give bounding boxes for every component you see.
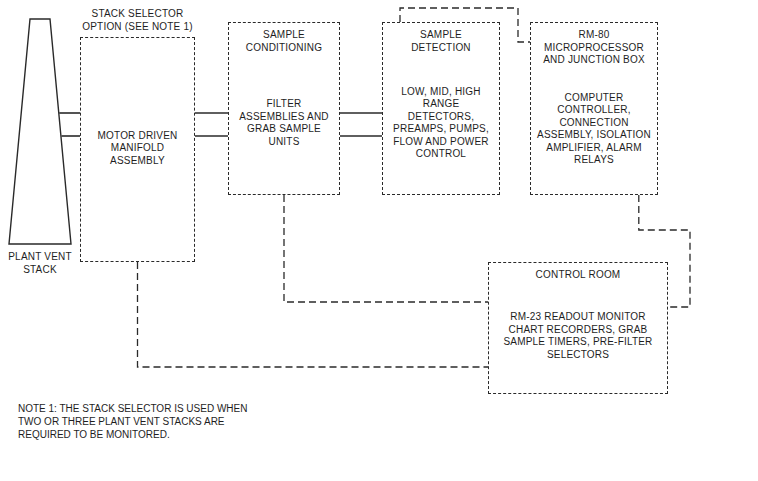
conditioning-box: SAMPLE CONDITIONING FILTER ASSEMBLIES AND…: [228, 22, 340, 195]
dashed-frame: SAMPLE DETECTION LOW, MID, HIGH RANGE DET…: [382, 22, 500, 195]
dashed-frame: RM-80 MICROPROCESSOR AND JUNCTION BOX COM…: [530, 22, 658, 195]
section-heading: CONTROL ROOM: [495, 267, 661, 286]
body-area: COMPUTER CONTROLLER, CONNECTION ASSEMBLY…: [537, 71, 651, 189]
stack-selector-box: STACK SELECTOR OPTION (SEE NOTE 1) MOTOR …: [80, 6, 195, 262]
detection-box: SAMPLE DETECTION LOW, MID, HIGH RANGE DET…: [382, 22, 500, 195]
signal-line: [639, 195, 690, 307]
component-list: MOTOR DRIVEN MANIFOLD ASSEMBLY: [87, 130, 188, 168]
sample-pipe: [195, 112, 228, 114]
sample-pipe: [340, 135, 382, 137]
sample-pipe: [59, 112, 80, 114]
dashed-frame: MOTOR DRIVEN MANIFOLD ASSEMBLY: [80, 37, 195, 262]
component-list: RM-23 READOUT MONITOR CHART RECORDERS, G…: [495, 311, 661, 361]
component-list: LOW, MID, HIGH RANGE DETECTORS, PREAMPS,…: [389, 86, 493, 161]
section-heading: SAMPLE CONDITIONING: [235, 27, 333, 58]
stack-label: PLANT VENT STACK: [8, 251, 72, 276]
component-list: FILTER ASSEMBLIES AND GRAB SAMPLE UNITS: [235, 98, 333, 148]
stack-shape: [9, 19, 71, 244]
signal-line: [138, 262, 489, 367]
body-area: RM-23 READOUT MONITOR CHART RECORDERS, G…: [495, 286, 661, 388]
body-area: MOTOR DRIVEN MANIFOLD ASSEMBLY: [87, 42, 188, 255]
signal-line: [400, 8, 530, 42]
signal-line: [284, 195, 488, 302]
component-list: COMPUTER CONTROLLER, CONNECTION ASSEMBLY…: [537, 92, 651, 167]
stack-outline: [8, 18, 72, 245]
sample-pipe: [61, 135, 80, 137]
sample-pipe: [340, 112, 382, 114]
body-area: LOW, MID, HIGH RANGE DETECTORS, PREAMPS,…: [389, 58, 493, 188]
section-heading: SAMPLE DETECTION: [389, 27, 493, 58]
dashed-frame: CONTROL ROOM RM-23 READOUT MONITOR CHART …: [488, 262, 668, 394]
section-heading: RM-80 MICROPROCESSOR AND JUNCTION BOX: [537, 27, 651, 71]
note-text: NOTE 1: THE STACK SELECTOR IS USED WHEN …: [18, 402, 268, 441]
dashed-frame: SAMPLE CONDITIONING FILTER ASSEMBLIES AND…: [228, 22, 340, 195]
sample-pipe: [195, 135, 228, 137]
section-heading: STACK SELECTOR OPTION (SEE NOTE 1): [80, 6, 195, 37]
vent-stack: PLANT VENT STACK: [8, 18, 72, 290]
control-room-box: CONTROL ROOM RM-23 READOUT MONITOR CHART …: [488, 262, 668, 394]
microprocessor-box: RM-80 MICROPROCESSOR AND JUNCTION BOX COM…: [530, 22, 658, 195]
body-area: FILTER ASSEMBLIES AND GRAB SAMPLE UNITS: [235, 58, 333, 188]
